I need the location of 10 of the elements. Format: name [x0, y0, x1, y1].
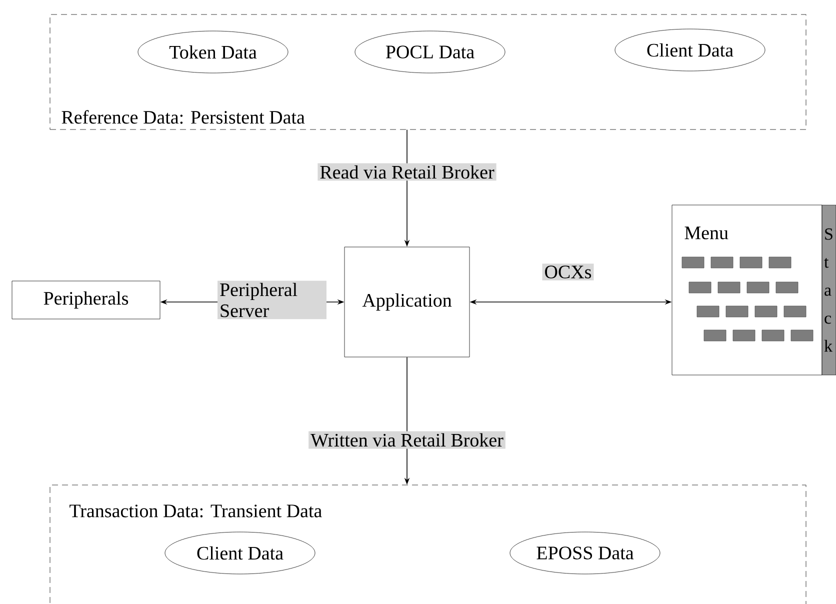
edge-label: OCXs [542, 264, 594, 280]
group-heading: Transaction Data: Transient Data [70, 504, 322, 518]
group-heading: Reference Data: Persistent Data [62, 110, 305, 124]
menu-label: Menu [684, 226, 728, 240]
process-box: Application [344, 246, 470, 358]
side-panel: S t a c k [822, 204, 836, 376]
edge-label: Written via Retail Broker [308, 431, 506, 449]
edge-label: Read via Retail Broker [318, 163, 496, 181]
edge-label: Peripheral Server [218, 280, 326, 320]
process-box: Peripherals [12, 280, 160, 320]
